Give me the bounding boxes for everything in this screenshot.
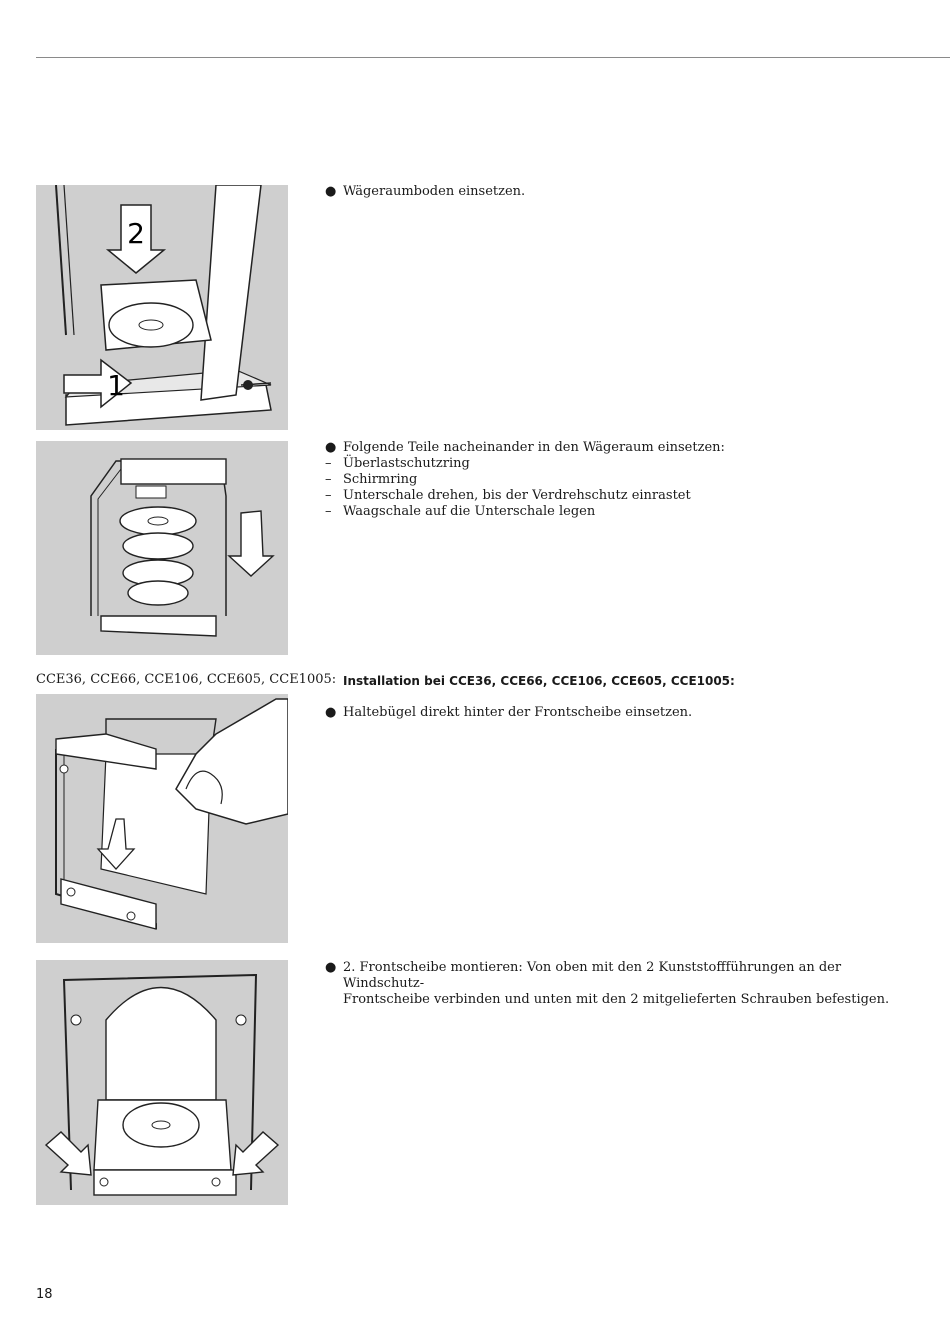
section3-bullet: Haltebügel direkt hinter der Frontscheib… bbox=[343, 705, 693, 720]
installation-heading: Installation bei CCE36, CCE66, CCE106, C… bbox=[343, 674, 735, 688]
dash-icon: – bbox=[325, 488, 332, 503]
bullet-icon: ● bbox=[325, 184, 337, 199]
dash-icon: – bbox=[325, 504, 332, 519]
model-caption: CCE36, CCE66, CCE106, CCE605, CCE1005: bbox=[36, 672, 337, 687]
list-item: – Schirmring bbox=[325, 472, 418, 487]
section2-bullet: Folgende Teile nacheinander in den Wäger… bbox=[343, 440, 725, 455]
figure-pan-parts bbox=[36, 441, 288, 655]
header-rule bbox=[36, 57, 950, 58]
section3-text: ● Haltebügel direkt hinter der Frontsche… bbox=[325, 705, 925, 721]
list-item: – Unterschale drehen, bis der Verdrehsch… bbox=[325, 488, 691, 503]
figure-floor-insertion: 2 1 bbox=[36, 185, 288, 430]
bullet-icon: ● bbox=[325, 705, 337, 720]
section1-text: ● Wägeraumboden einsetzen. bbox=[325, 184, 925, 200]
list-item: – Überlastschutzring bbox=[325, 456, 470, 471]
arrow-label-2: 2 bbox=[127, 217, 145, 250]
dash-icon: – bbox=[325, 456, 332, 471]
bullet-icon: ● bbox=[325, 960, 337, 975]
section1-bullet: Wägeraumboden einsetzen. bbox=[343, 184, 526, 199]
list-item: – Waagschale auf die Unterschale legen bbox=[325, 504, 596, 519]
figure-bracket-insertion bbox=[36, 694, 288, 943]
section4-text: ● 2. Frontscheibe montieren: Von oben mi… bbox=[325, 960, 925, 1008]
dash-icon: – bbox=[325, 472, 332, 487]
page-number: 18 bbox=[36, 1287, 53, 1302]
arrow-label-1: 1 bbox=[107, 369, 125, 402]
section4-bullet: 2. Frontscheibe montieren: Von oben mit … bbox=[343, 960, 890, 1007]
figure-front-glass bbox=[36, 960, 288, 1205]
section2-text: ● Folgende Teile nacheinander in den Wäg… bbox=[325, 440, 925, 520]
bullet-icon: ● bbox=[325, 440, 337, 455]
